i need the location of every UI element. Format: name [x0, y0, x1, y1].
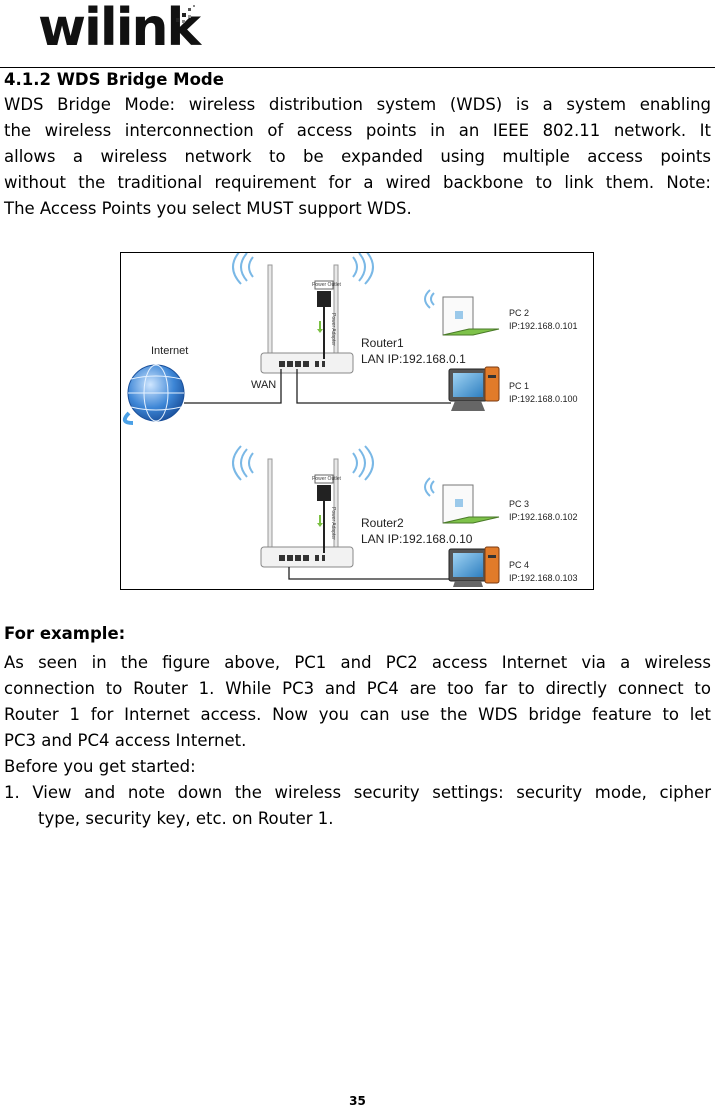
pc4-name: PC 4	[509, 560, 529, 570]
header-rule	[0, 67, 715, 68]
example-line-1: As seen in the figure above, PC1 and PC2…	[4, 653, 711, 672]
intro-line-3: allows a wireless network to be expanded…	[4, 147, 711, 166]
router2-power-outlet-label: Power Outlet	[312, 476, 342, 482]
internet-globe-icon	[122, 364, 185, 425]
router1-name: Router1	[361, 336, 404, 350]
intro-line-1: WDS Bridge Mode: wireless distribution s…	[4, 95, 711, 114]
logo-dots-icon	[176, 5, 195, 23]
pc1-name: PC 1	[509, 381, 529, 391]
pc3-ip: IP:192.168.0.102	[509, 512, 578, 522]
pc3-laptop-icon	[424, 477, 500, 524]
example-line-5: Before you get started:	[4, 757, 196, 776]
logo-text: wilink	[38, 0, 201, 58]
router1-ip: LAN IP:192.168.0.1	[361, 352, 466, 366]
wan-label: WAN	[251, 379, 276, 391]
router2-power-adapter-label: Power Adapter	[330, 507, 336, 540]
example-line-4: PC3 and PC4 access Internet.	[4, 731, 247, 750]
pc3-name: PC 3	[509, 499, 529, 509]
router2-pc4-cable	[288, 567, 451, 580]
example-line-3: Router 1 for Internet access. Now you ca…	[4, 705, 711, 724]
wilink-logo: wilink	[38, 0, 201, 62]
router1-pc1-cable	[296, 369, 451, 404]
router1-power-outlet-label: Power Outlet	[312, 282, 342, 288]
pc2-laptop-icon	[424, 289, 500, 336]
router1-power-adapter-label: Power Adapter	[330, 313, 336, 346]
router1-icon	[232, 253, 374, 374]
wds-network-diagram: Internet Power Outlet Power Adapter Rout…	[120, 252, 594, 590]
pc2-name: PC 2	[509, 308, 529, 318]
pc1-ip: IP:192.168.0.100	[509, 394, 578, 404]
section-heading: 4.1.2 WDS Bridge Mode	[4, 70, 224, 89]
intro-line-2: the wireless interconnection of access p…	[4, 121, 711, 140]
step1-line-1: 1. View and note down the wireless secur…	[4, 783, 711, 802]
pc1-desktop-icon	[448, 366, 500, 411]
step1-line-2: type, security key, etc. on Router 1.	[38, 809, 334, 828]
router2-name: Router2	[361, 516, 404, 530]
pc2-ip: IP:192.168.0.101	[509, 321, 578, 331]
pc4-desktop-icon	[448, 546, 500, 587]
pc4-ip: IP:192.168.0.103	[509, 573, 578, 583]
wan-cable	[184, 369, 282, 404]
example-heading: For example:	[4, 624, 126, 643]
router2-ip: LAN IP:192.168.0.10	[361, 532, 473, 546]
example-line-2: connection to Router 1. While PC3 and PC…	[4, 679, 711, 698]
intro-line-5: The Access Points you select MUST suppor…	[4, 199, 412, 218]
page-number: 35	[349, 1094, 366, 1108]
internet-label: Internet	[151, 345, 188, 357]
intro-line-4: without the traditional requirement for …	[4, 173, 711, 192]
router2-icon	[232, 445, 374, 568]
